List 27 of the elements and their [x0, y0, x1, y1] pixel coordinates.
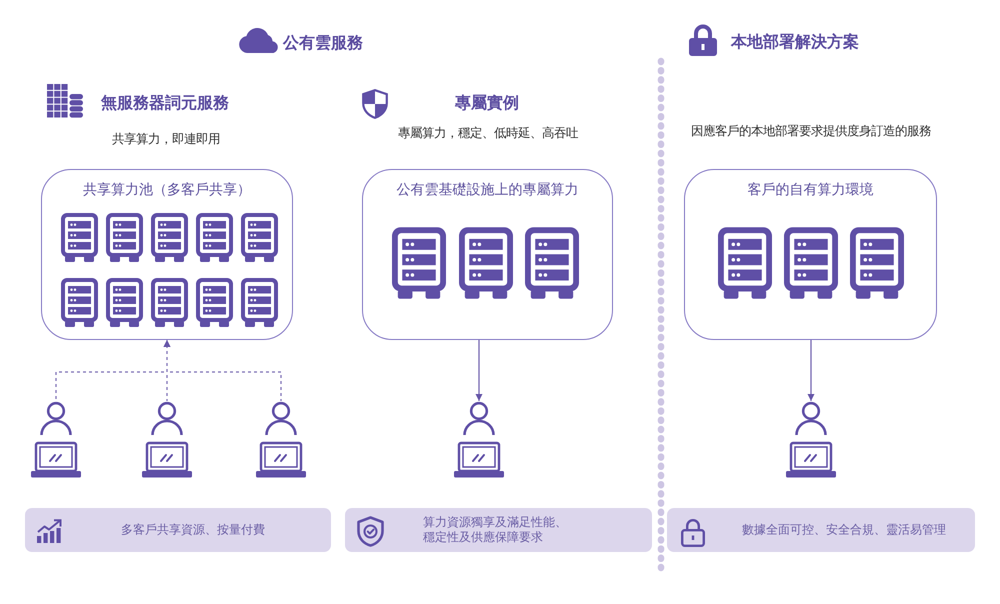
person-at-laptop-icon: [31, 401, 81, 478]
section-heading: 公有雲服務: [283, 33, 363, 53]
panel-title: 共享算力池（多客戶共享）: [83, 181, 251, 199]
panel-title: 公有雲基礎設施上的專屬算力: [396, 181, 578, 199]
feature-band: [667, 508, 975, 552]
band-text: 多客戶共享資源、按量付費: [121, 522, 265, 538]
server-panel: [362, 169, 613, 340]
band-text: 算力資源獨享及滿足性能、穩定性及供應保障要求: [423, 515, 568, 545]
band-text: 數據全面可控、安全合規、靈活易管理: [742, 522, 946, 538]
arrow: [476, 340, 482, 401]
person-at-laptop-icon: [786, 401, 836, 478]
person-at-laptop-icon: [256, 401, 306, 478]
arrow: [808, 340, 814, 401]
feature-band: [345, 508, 652, 552]
subsection-heading: 專屬實例: [455, 93, 519, 113]
feature-band: [25, 508, 331, 552]
server-panel: [41, 169, 293, 340]
description-text: 共享算力，即連即用: [112, 131, 220, 147]
description-text: 專屬算力，穩定、低時延、高吞吐: [398, 125, 578, 141]
server-panel: [684, 169, 937, 340]
person-at-laptop-icon: [142, 401, 192, 478]
description-text: 因應客戶的本地部署要求提供度身訂造的服務: [691, 123, 931, 139]
panel-title: 客戶的自有算力環境: [748, 181, 874, 199]
person-at-laptop-icon: [454, 401, 504, 478]
subsection-heading: 無服務器詞元服務: [101, 93, 229, 113]
section-heading: 本地部署解決方案: [731, 32, 859, 52]
dashed-arrow: [164, 340, 282, 402]
